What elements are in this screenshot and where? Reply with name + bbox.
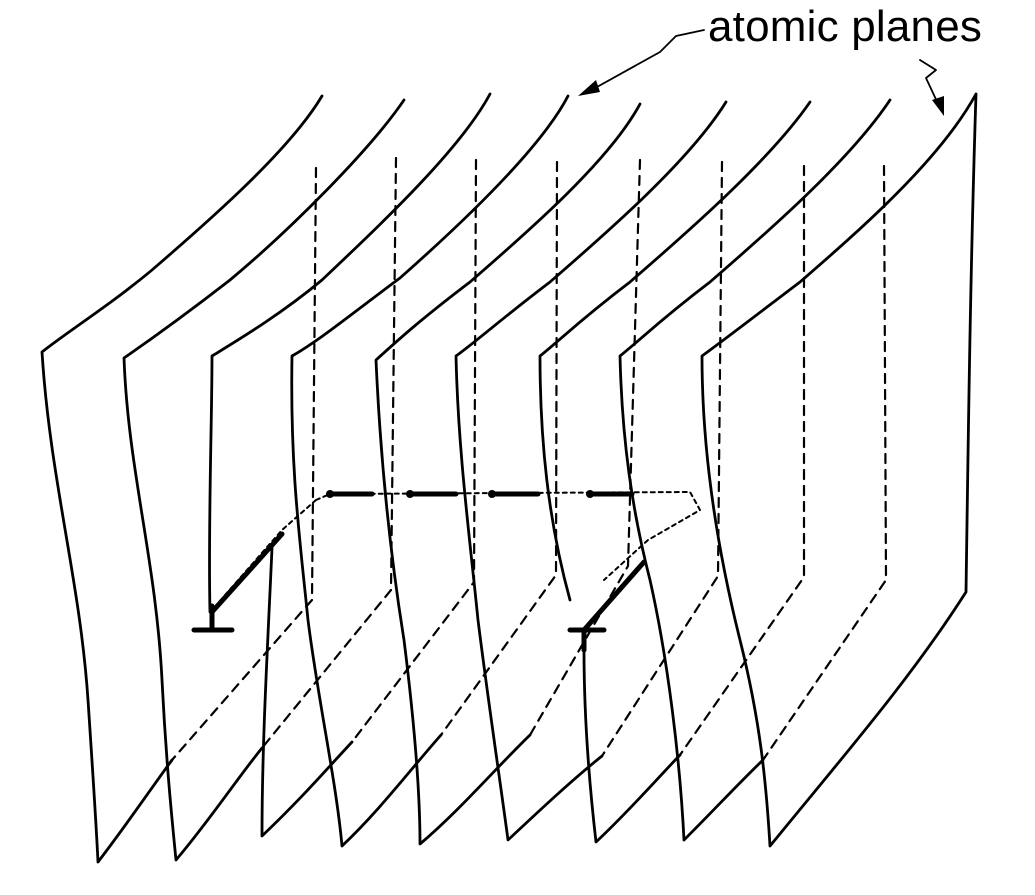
atomic-planes-label: atomic planes <box>708 2 983 51</box>
atomic-plane-9 <box>700 92 978 848</box>
arrowhead-right <box>932 96 944 116</box>
arrowhead-left <box>578 80 600 96</box>
label-leaders <box>587 29 941 109</box>
dislocation-symbol-right <box>567 627 607 653</box>
atomic-plane-1 <box>40 94 324 864</box>
dislocation-line <box>209 491 647 633</box>
atomic-plane-4 <box>290 94 570 848</box>
atomic-plane-7 <box>538 100 812 602</box>
leader-line-right <box>919 59 941 109</box>
dislocation-nodes <box>326 490 594 498</box>
atomic-plane-3-lower <box>260 546 354 838</box>
hidden-edge-plane-8 <box>761 164 888 762</box>
hidden-edge-plane-5 <box>528 158 642 737</box>
hidden-edge-plane-4 <box>439 160 559 737</box>
hidden-plane-edges <box>170 156 888 762</box>
atomic-planes <box>40 92 978 864</box>
atomic-plane-7-lower <box>582 648 682 844</box>
atomic-plane-6 <box>454 100 728 842</box>
atomic-plane-5 <box>374 102 642 846</box>
hidden-edge-plane-6 <box>600 160 724 758</box>
edge-dislocation-symbols <box>191 603 607 653</box>
dislocation-symbol-left <box>191 603 235 633</box>
hidden-edge-plane-3 <box>350 158 478 744</box>
slip-plane-outline <box>211 491 701 611</box>
atomic-plane-3 <box>208 92 492 614</box>
leader-arrowheads <box>578 80 944 116</box>
hidden-edge-plane-7 <box>678 164 806 757</box>
hidden-edge-plane-2 <box>260 156 398 750</box>
leader-line-left <box>587 29 705 93</box>
atomic-plane-8 <box>618 98 892 842</box>
hidden-edge-plane-1 <box>170 166 318 762</box>
atomic-plane-2 <box>122 98 406 862</box>
